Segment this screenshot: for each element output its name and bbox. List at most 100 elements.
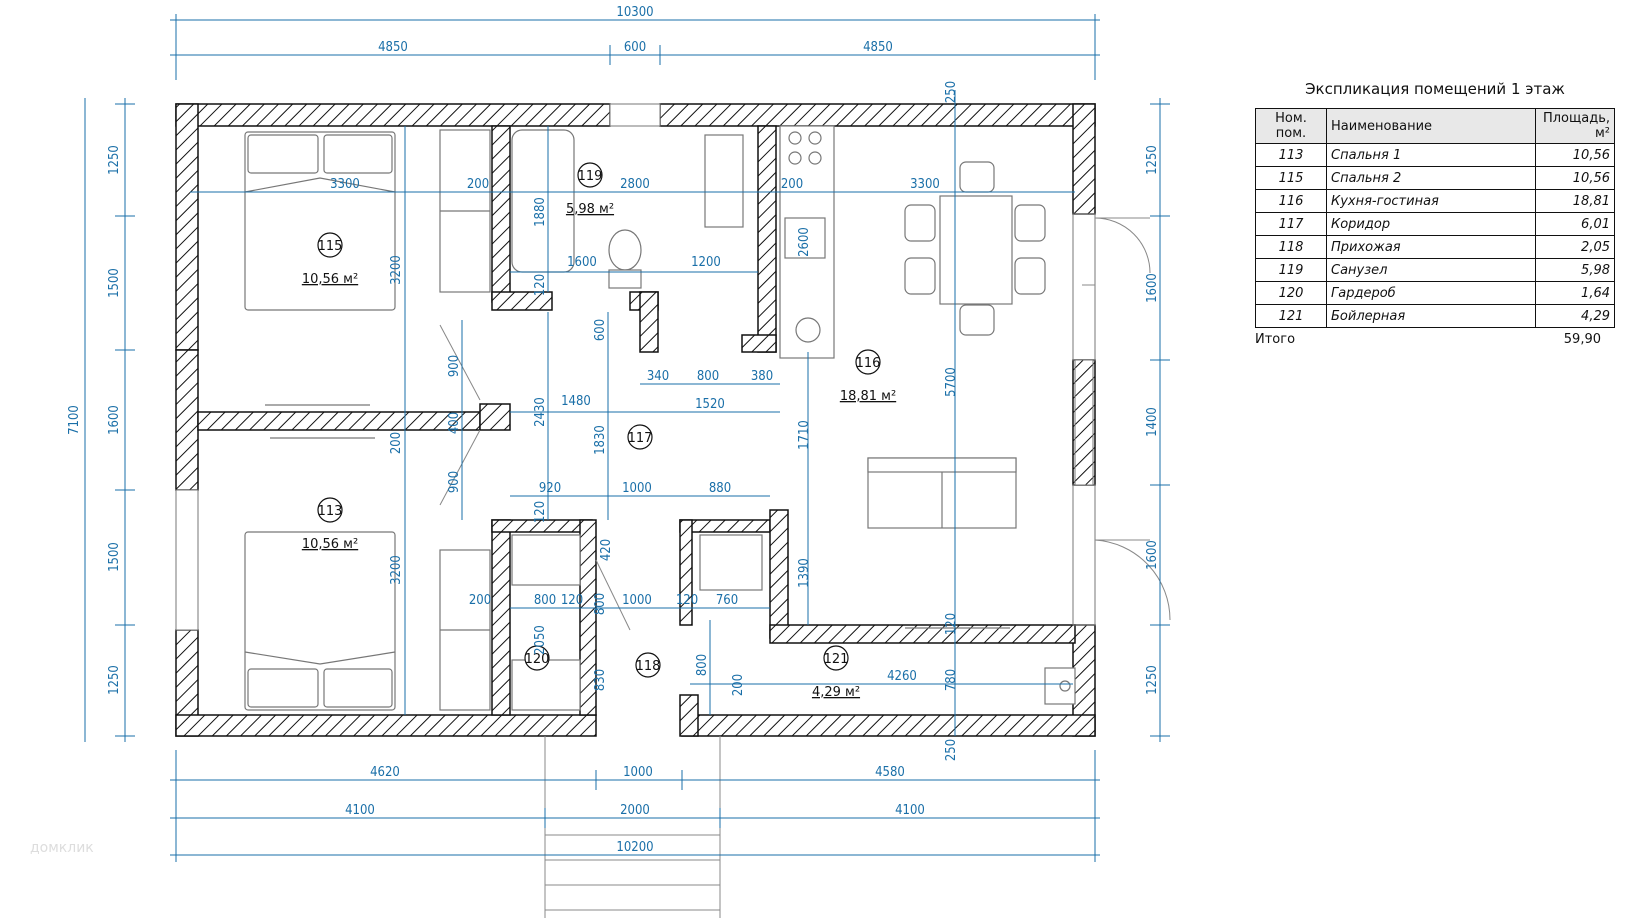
- room-area: 5,98 м²: [566, 202, 614, 217]
- dimension-label: 1250: [107, 665, 122, 695]
- dimension-label: 1400: [1145, 407, 1160, 437]
- dimension-label: 600: [624, 40, 646, 55]
- room-area: 10,56 м²: [302, 272, 358, 287]
- cell-number: 121: [1255, 304, 1327, 328]
- dimension-label: 120: [561, 593, 583, 608]
- cell-name: Кухня-гостиная: [1326, 189, 1536, 213]
- dimension-label: 800: [697, 369, 719, 384]
- dimension-label: 1830: [593, 425, 608, 455]
- dimension-label: 10200: [616, 840, 653, 855]
- dimension-label: 250: [944, 739, 959, 761]
- dimension-label: 4850: [863, 40, 893, 55]
- dimension-label: 1880: [533, 197, 548, 227]
- cell-area: 4,29: [1535, 304, 1615, 328]
- dimension-label: 3200: [389, 555, 404, 585]
- dimension-label: 120: [533, 274, 548, 296]
- dimension-label: 830: [593, 669, 608, 691]
- room-area: 10,56 м²: [302, 537, 358, 552]
- dimension-label: 420: [599, 539, 614, 561]
- room-number: 118: [636, 659, 661, 674]
- room-number: 113: [318, 504, 343, 519]
- dimension-label: 340: [647, 369, 669, 384]
- dimension-label: 1250: [1145, 145, 1160, 175]
- dimension-label: 2430: [533, 397, 548, 427]
- dimension-label: 920: [539, 481, 561, 496]
- dimension-label: 800: [534, 593, 556, 608]
- dimension-label: 1000: [622, 481, 652, 496]
- dimension-label: 760: [716, 593, 738, 608]
- furniture: [244, 125, 1076, 711]
- dimension-label: 7100: [67, 405, 82, 435]
- dimension-label: 1500: [107, 268, 122, 298]
- dimension-label: 2600: [797, 227, 812, 257]
- dimension-label: 1390: [797, 558, 812, 588]
- dimension-label: 1600: [107, 405, 122, 435]
- dimension-label: 1480: [561, 394, 591, 409]
- cell-number: 115: [1255, 166, 1327, 190]
- cell-name: Бойлерная: [1326, 304, 1536, 328]
- dimension-label: 3300: [910, 177, 940, 192]
- dimension-label: 400: [447, 412, 462, 434]
- room-number: 120: [525, 652, 550, 667]
- cell-number: 117: [1255, 212, 1327, 236]
- cell-number: 113: [1255, 143, 1327, 167]
- dimension-label: 200: [467, 177, 489, 192]
- dimension-label: 1520: [695, 397, 725, 412]
- cell-area: 18,81: [1535, 189, 1615, 213]
- cell-number: 119: [1255, 258, 1327, 282]
- cell-area: 10,56: [1535, 166, 1615, 190]
- dimension-label: 200: [469, 593, 491, 608]
- dimension-label: 10300: [616, 5, 653, 20]
- room-number: 115: [318, 239, 343, 254]
- room-marker: [317, 232, 343, 258]
- dimension-label: 200: [389, 432, 404, 454]
- dimension-label: 880: [709, 481, 731, 496]
- dimension-label: 200: [731, 674, 746, 696]
- cell-number: 118: [1255, 235, 1327, 259]
- dimension-label: 120: [944, 613, 959, 635]
- cell-name: Санузел: [1326, 258, 1536, 282]
- dimension-label: 1200: [691, 255, 721, 270]
- dimension-label: 4850: [378, 40, 408, 55]
- dimension-label: 800: [695, 654, 710, 676]
- dimension-label: 4580: [875, 765, 905, 780]
- dimension-label: 200: [781, 177, 803, 192]
- dimension-label: 2000: [620, 803, 650, 818]
- cell-name: Спальня 2: [1326, 166, 1536, 190]
- dimension-label: 380: [751, 369, 773, 384]
- room-area: 18,81 м²: [840, 389, 896, 404]
- dimension-label: 120: [676, 593, 698, 608]
- room-marker: [524, 645, 550, 671]
- room-number: 117: [628, 431, 653, 446]
- cell-number: 116: [1255, 189, 1327, 213]
- windows: [175, 103, 1096, 631]
- dimension-label: 1710: [797, 420, 812, 450]
- cell-name: Прихожая: [1326, 235, 1536, 259]
- col-header-name: Наименование: [1326, 108, 1536, 144]
- dimension-label: 1600: [1145, 540, 1160, 570]
- room-marker: [855, 349, 881, 375]
- dimension-label: 2800: [620, 177, 650, 192]
- dimension-label: 900: [447, 471, 462, 493]
- total-label: Итого: [1255, 332, 1296, 347]
- col-header-area: Площадь, м²: [1535, 108, 1615, 144]
- room-marker: [627, 424, 653, 450]
- col-header-number: Ном. пом.: [1255, 108, 1327, 144]
- dimension-label: 4620: [370, 765, 400, 780]
- dimension-label: 5700: [944, 367, 959, 397]
- dimension-lines: [84, 14, 1170, 862]
- dimension-label: 900: [447, 355, 462, 377]
- cell-area: 1,64: [1535, 281, 1615, 305]
- dimension-label: 2050: [533, 625, 548, 655]
- dimension-label: 250: [944, 81, 959, 103]
- total-row: Итого 59,90: [1255, 332, 1601, 347]
